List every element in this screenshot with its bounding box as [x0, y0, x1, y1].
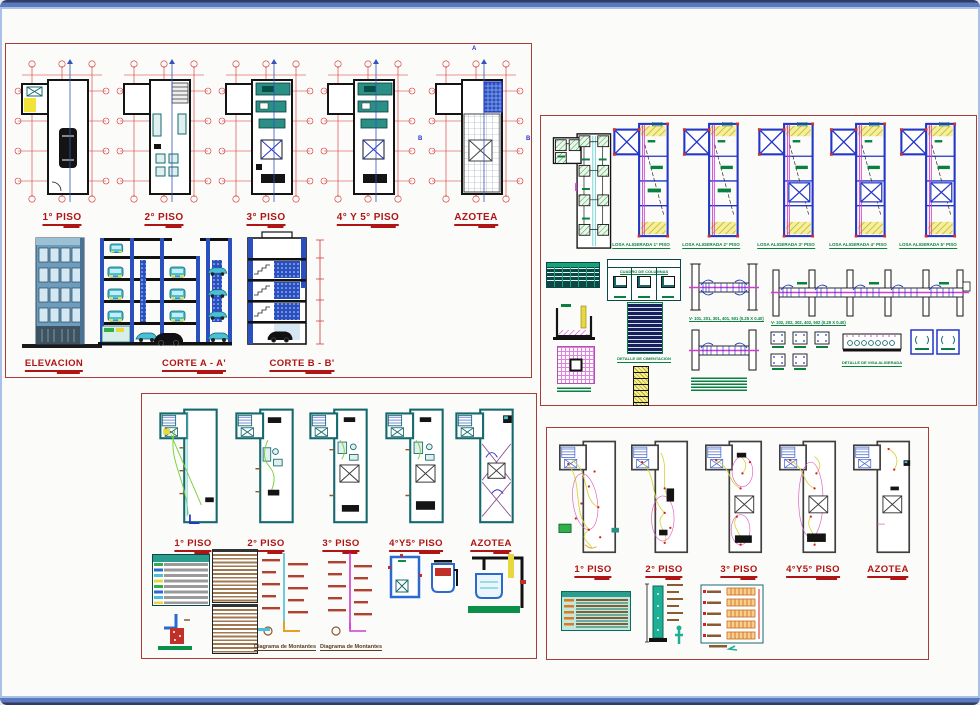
floor-label: 2° PISO — [247, 538, 285, 554]
sanitary-plan-2-piso — [235, 408, 294, 524]
sanitary-plan-4-5-piso — [385, 408, 444, 524]
roof-plan-azotea — [428, 58, 524, 203]
water-tank-plan-detail — [388, 554, 422, 599]
long-beam-elevation-detail — [771, 269, 971, 317]
water-riser-diagram — [258, 553, 308, 636]
notes-box — [212, 549, 258, 603]
column-schedule-title: CUADRO DE COLUMNAS — [619, 269, 669, 275]
floor-plan-4-5-piso — [320, 58, 416, 203]
slab-label: LOSA ALIGERADA 4° PISO — [829, 242, 887, 249]
drain-riser-diagram — [328, 553, 372, 636]
floor-label: 4°Y5° PISO — [786, 564, 840, 580]
column-schedule-table: CUADRO DE COLUMNAS — [607, 259, 681, 301]
floor-label: AZOTEA — [470, 538, 512, 554]
sanitary-plan-3-piso — [309, 408, 368, 524]
footing-detail-caption-bars — [557, 386, 591, 392]
slab-label: LOSA ALIGERADA 3° PISO — [757, 242, 815, 249]
column-type-cell — [657, 268, 680, 300]
slab-plan-2 — [681, 122, 741, 238]
sanitary-legend-table — [152, 554, 210, 606]
beam-label: V- 102, 202, 302, 402, 502 (0.25 X 0.40) — [771, 320, 846, 326]
floor-label: 3° PISO — [720, 564, 758, 580]
sanitary-panel: 1° PISO 2° PISO 3° PISO 4°Y5° PISO AZOTE… — [141, 393, 537, 659]
floor-label: AZOTEA — [867, 564, 909, 580]
section-marker-b-right: B — [526, 136, 531, 142]
cistern-pump-detail — [468, 554, 526, 613]
floor-label: 2° PISO — [144, 212, 184, 228]
electrical-plan-3-piso — [705, 440, 763, 554]
wall-section-details — [910, 329, 960, 355]
floor-label: 2° PISO — [645, 564, 683, 580]
view-label: ELEVACION — [24, 358, 84, 374]
floor-label: 1° PISO — [574, 564, 612, 580]
trap-detail — [158, 614, 192, 650]
floor-label: 1° PISO — [42, 212, 82, 228]
joist-detail-label: DETALLE DE VIGA ALIGERADA — [841, 360, 903, 367]
section-b-drawing — [247, 231, 324, 345]
beam-cross-sections — [770, 331, 830, 370]
floor-plan-1-piso — [14, 58, 110, 203]
riser-diagram-label: Diagrama de Montantes — [319, 644, 383, 651]
view-label: CORTE A - A' — [161, 358, 227, 374]
single-line-diagram — [700, 584, 764, 651]
electrical-plan-2-piso — [631, 440, 689, 554]
foundation-plan — [552, 133, 612, 249]
electrical-plan-1-piso — [558, 440, 619, 554]
beam-elevation-detail — [689, 263, 759, 311]
cistern-section-detail — [553, 304, 595, 340]
floor-label: AZOTEA — [454, 212, 498, 228]
frame-bottom — [0, 696, 980, 705]
sanitary-plan-1-piso — [159, 408, 218, 524]
slab-label: LOSA ALIGERADA 1° PISO — [612, 242, 670, 249]
notes-box — [212, 604, 258, 654]
column-type-cell — [608, 268, 633, 300]
electrical-plan-4-5-piso — [779, 440, 837, 554]
tank-section-detail — [431, 560, 458, 593]
specifications-block — [627, 302, 663, 354]
riser-diagram-label: Diagrama de Montantes — [253, 644, 317, 651]
section-marker-a-top: A — [472, 46, 477, 52]
foundation-detail-label: DETALLE DE CIMENTACION — [617, 356, 671, 363]
elevation-drawing — [22, 237, 102, 348]
beam-elevation-detail-2 — [689, 329, 759, 371]
slab-label: LOSA ALIGERADA 5° PISO — [899, 242, 957, 249]
floor-plan-3-piso — [218, 58, 314, 203]
joist-slab-detail — [842, 333, 902, 352]
section-a-drawing — [98, 238, 232, 346]
footing-plan-detail — [557, 346, 595, 384]
floor-plan-2-piso — [116, 58, 212, 203]
electrical-panel: 1° PISO 2° PISO 3° PISO 4°Y5° PISO AZOTE… — [546, 427, 929, 660]
architecture-panel: B B A 1° PISO 2° PISO 3° PISO 4° Y 5° PI… — [5, 43, 532, 378]
section-marker-b-left: B — [418, 136, 423, 142]
frame-left — [0, 9, 2, 696]
footing-schedule-table — [546, 262, 600, 288]
structural-panel: LOSA ALIGERADA 1° PISO LOSA ALIGERADA 2°… — [540, 115, 977, 406]
beam-list-caption-bars — [691, 376, 747, 391]
floor-label: 4°Y5° PISO — [389, 538, 443, 554]
column-rebar-detail — [633, 366, 649, 406]
frame-top — [0, 0, 980, 9]
slab-plan-4 — [828, 122, 888, 238]
electrical-legend-table — [561, 591, 631, 631]
frame-right — [978, 9, 980, 696]
slab-plan-1 — [611, 122, 671, 238]
electrical-riser-detail — [645, 583, 683, 644]
slab-label: LOSA ALIGERADA 2° PISO — [682, 242, 740, 249]
sanitary-plan-azotea — [455, 408, 514, 524]
floor-label: 3° PISO — [246, 212, 286, 228]
electrical-plan-azotea — [853, 440, 911, 554]
column-type-cell — [632, 268, 657, 300]
floor-label: 1° PISO — [174, 538, 212, 554]
view-label: CORTE B - B' — [269, 358, 335, 374]
slab-plan-3 — [756, 122, 816, 238]
slab-plan-5 — [898, 122, 958, 238]
floor-label: 4° Y 5° PISO — [336, 212, 400, 228]
beam-label: V- 101, 201, 301, 401, 501 (0.25 X 0.40) — [689, 316, 764, 322]
